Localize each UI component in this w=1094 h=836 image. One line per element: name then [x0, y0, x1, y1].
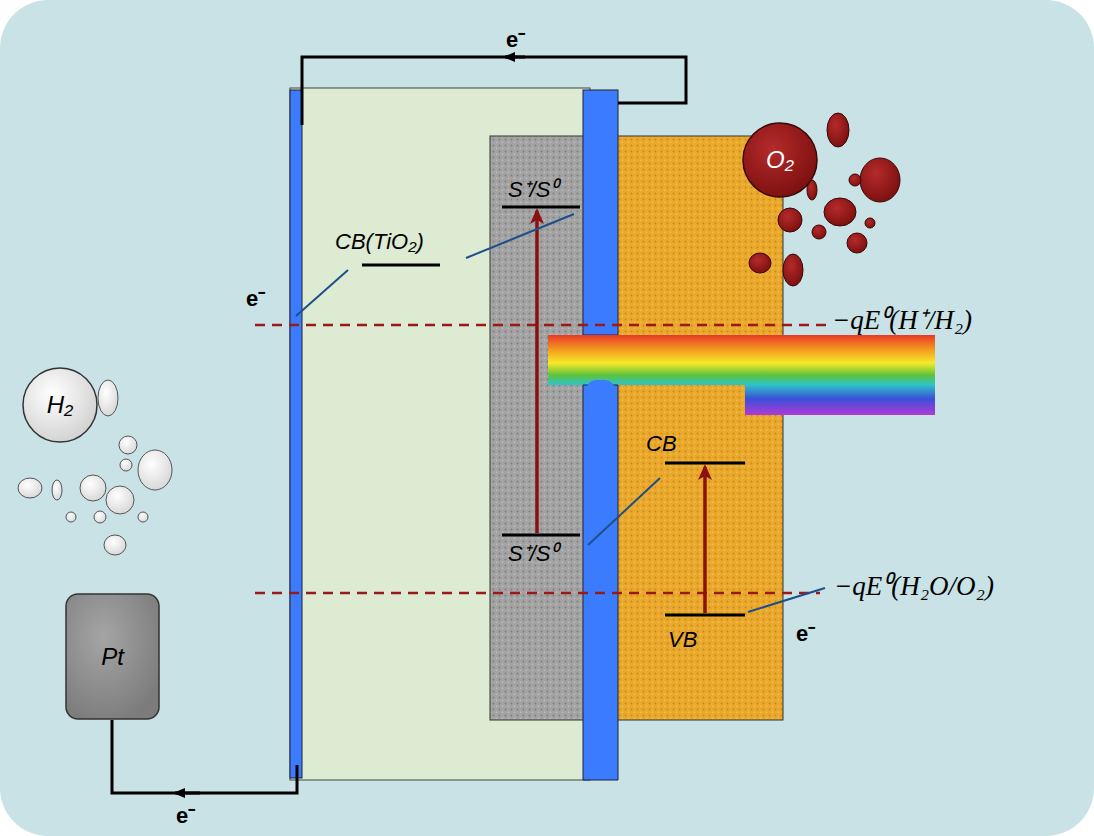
- node-label: O₂: [766, 146, 794, 174]
- level-label: CB: [646, 432, 677, 456]
- electron-label: e⁻: [176, 804, 195, 828]
- electron-label: e⁻: [796, 622, 815, 646]
- level-label: S⁺/S⁰: [508, 178, 558, 202]
- level-label: S⁺/S⁰: [508, 542, 558, 566]
- hydrogen-bubble: H₂: [22, 367, 98, 443]
- electron-label: e⁻: [246, 287, 265, 311]
- potential-label: −qE⁰(H⁺/H₂): [832, 306, 972, 336]
- level-label: VB: [668, 628, 697, 652]
- node-text-holder: Pt: [65, 593, 160, 720]
- platinum-electrode: Pt: [65, 593, 160, 720]
- node-label: Pt: [101, 643, 124, 671]
- level-label: CB(TiO₂): [335, 230, 424, 254]
- node-label: H₂: [47, 391, 73, 419]
- node-text-holder: O₂: [742, 122, 818, 198]
- oxygen-bubble: O₂: [742, 122, 818, 198]
- potential-label: −qE⁰(H₂O/O₂): [834, 572, 994, 602]
- node-text-holder: H₂: [22, 367, 98, 443]
- electron-label: e⁻: [506, 28, 525, 52]
